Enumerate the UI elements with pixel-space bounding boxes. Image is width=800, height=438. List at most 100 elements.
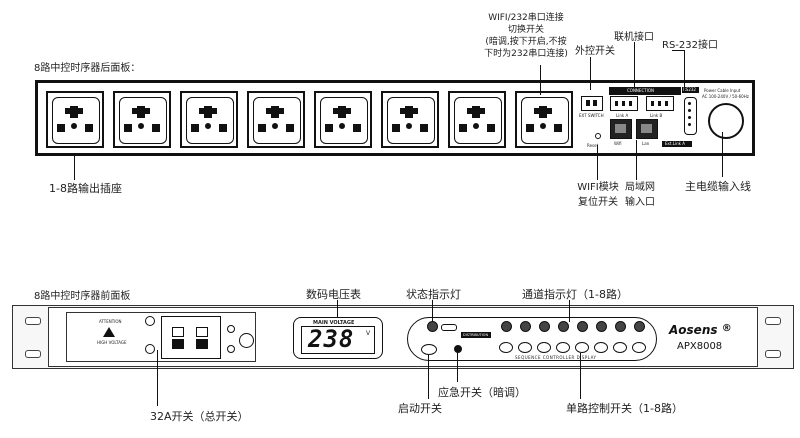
lan-silk: Lan: [642, 141, 650, 146]
rack-slot-tl: [25, 317, 41, 325]
leader-ext-switch: [590, 57, 591, 90]
voltmeter-label: 数码电压表: [306, 288, 361, 301]
leader-status-led: [432, 300, 433, 322]
breaker-round-knob[interactable]: [239, 333, 254, 348]
ext-switch-connector[interactable]: [581, 96, 603, 111]
output-socket-8: [515, 91, 573, 148]
leader-rs232-h: [672, 50, 684, 51]
channel-led-7: [615, 321, 626, 332]
link-b-connector[interactable]: [646, 96, 674, 111]
rear-panel: EXT SWITCH CONNECTION Link A Link B Wifi…: [35, 80, 755, 156]
output-socket-3: [180, 91, 238, 148]
leader-power: [722, 132, 723, 177]
channel-led-2: [520, 321, 531, 332]
wifi-toggle-label: WIFI/232串口连接 切换开关 (暗调,按下开启,不按 下时为232串口连接…: [484, 13, 568, 59]
leader-rs232-v: [684, 50, 685, 90]
start-switch[interactable]: [421, 344, 437, 355]
voltmeter-value: 238: [308, 325, 355, 353]
output-socket-1: [46, 91, 104, 148]
ext-link-silk: Ext.Link A: [665, 141, 685, 146]
leader-channel-leds: [569, 300, 570, 322]
rs232-silk-box: RS232: [682, 87, 699, 93]
power-silk-title: Power Cable Input: [704, 88, 741, 93]
brand-name: Aosens: [669, 323, 718, 337]
front-panel: ATTENTION HIGH VOLTAGE MAIN VOLTAGE 238 …: [48, 307, 758, 367]
voltmeter-display: 238 V: [301, 325, 375, 354]
high-voltage-icon: [103, 327, 115, 337]
status-led-label: 状态指示灯: [406, 288, 461, 301]
rear-panel-title: 8路中控时序器后面板：: [34, 63, 141, 74]
connection-silk: CONNECTION: [627, 88, 655, 93]
link-b-silk: Link B: [650, 113, 663, 118]
screw-icon-1: [145, 316, 155, 326]
channel-led-label: 通道指示灯（1-8路）: [522, 288, 628, 301]
channel-switch-7[interactable]: [613, 342, 627, 353]
model-number: APX8008: [677, 341, 723, 352]
rs232-label: RS-232接口: [662, 40, 718, 51]
ext-switch-silk: EXT SWITCH: [579, 113, 604, 118]
link-a-silk: Link A: [616, 113, 629, 118]
channel-switch-1[interactable]: [499, 342, 513, 353]
main-switch-label: 32A开关（总开关）: [150, 410, 249, 423]
front-panel-title: 8路中控时序器前面板: [34, 291, 131, 302]
status-led: [427, 321, 438, 332]
power-input-label: 主电缆输入线: [685, 180, 751, 193]
channel-switch-8[interactable]: [632, 342, 646, 353]
distribution-silk: DISTRIBUTION: [463, 333, 489, 337]
link-a-connector[interactable]: [610, 96, 638, 111]
screw-icon-2: [145, 344, 155, 354]
output-socket-6: [381, 91, 439, 148]
channel-led-1: [501, 321, 512, 332]
leader-sockets: [74, 153, 75, 180]
rs232-silk: RS232: [683, 87, 696, 92]
leader-start-switch: [428, 354, 429, 399]
lan-rj45-port[interactable]: [636, 119, 658, 139]
channel-switch-2[interactable]: [518, 342, 532, 353]
power-cable-input: [708, 103, 744, 139]
emergency-switch-label: 应急开关（暗调）: [438, 386, 526, 399]
channel-switch-4[interactable]: [556, 342, 570, 353]
emergency-switch[interactable]: [454, 345, 462, 353]
breaker-warning2-silk: HIGH VOLTAGE: [97, 340, 127, 345]
voltmeter-unit: V: [366, 330, 371, 337]
channel-switch-3[interactable]: [537, 342, 551, 353]
reset-silk: Reset: [587, 143, 599, 148]
output-socket-4: [247, 91, 305, 148]
main-breaker-32a[interactable]: [161, 316, 221, 359]
channel-led-6: [596, 321, 607, 332]
rs232-db9-port[interactable]: [684, 97, 697, 135]
channel-switch-6[interactable]: [594, 342, 608, 353]
channel-led-8: [634, 321, 645, 332]
output-socket-2: [113, 91, 171, 148]
leader-wifi-toggle: [540, 65, 541, 95]
leader-single-switch: [580, 353, 581, 399]
link-port-label: 联机接口: [614, 32, 654, 43]
channel-led-4: [558, 321, 569, 332]
lan-input-label: 局域网 输入口: [625, 182, 655, 208]
bottom-arc-silk: SEQUENCE CONTROLLER DISPLAY: [515, 355, 597, 360]
voltmeter-caption: MAIN VOLTAGE: [313, 320, 355, 326]
rack-slot-br: [765, 350, 781, 358]
start-switch-label: 启动开关: [398, 402, 442, 415]
leader-emergency: [457, 352, 458, 382]
rack-slot-tr: [765, 317, 781, 325]
channel-switch-5[interactable]: [575, 342, 589, 353]
ext-switch-label: 外控开关: [575, 46, 615, 57]
breaker-warning-silk: ATTENTION: [99, 319, 122, 324]
screw-icon-3: [227, 325, 235, 333]
connection-silk-box: CONNECTION: [609, 87, 681, 95]
wifi-reset-label: WIFI模块 复位开关: [577, 182, 619, 208]
leader-main-switch: [157, 350, 158, 406]
channel-led-3: [539, 321, 550, 332]
output-socket-5: [314, 91, 372, 148]
brand-registered-mark: ®: [721, 323, 732, 334]
leader-link-port-v: [634, 42, 635, 87]
single-switch-label: 单路控制开关（1-8路）: [566, 402, 683, 415]
leader-lan: [636, 140, 637, 180]
wifi-rj45-port[interactable]: [610, 119, 632, 139]
ext-link-silk-box: Ext.Link A: [662, 141, 692, 147]
reset-pinhole[interactable]: [595, 133, 601, 139]
wifi-silk: Wifi: [614, 141, 622, 146]
channel-led-5: [577, 321, 588, 332]
rack-slot-bl: [25, 350, 41, 358]
